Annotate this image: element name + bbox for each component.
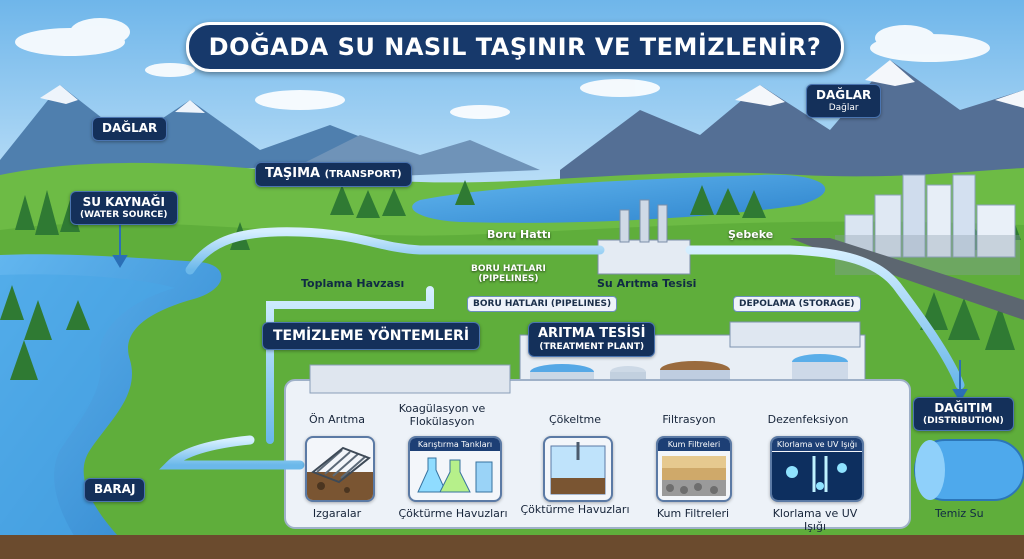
step-title: Ön Arıtma <box>309 413 365 426</box>
treatment-plant-label: ARITMA TESİSİ (TREATMENT PLANT) <box>528 322 656 358</box>
mountains-label-right: DAĞLAR Dağlar <box>806 84 882 119</box>
clean-water-label: Temiz Su <box>935 507 984 520</box>
mountains-label-left: DAĞLAR <box>92 117 168 141</box>
transport-label: TAŞIMA (TRANSPORT) <box>255 162 412 187</box>
sediment-tank-icon <box>550 442 606 495</box>
mixing-tanks-box: Karıştırma Tankları <box>408 436 502 502</box>
step-caption: Klorlama ve UV Işığı <box>772 507 858 533</box>
catchment-label: Toplama Havzası <box>301 277 405 290</box>
page-title: DOĞADA SU NASIL TAŞINIR VE TEMİZLENİR? <box>186 22 844 72</box>
box-label: Kum Filtreleri <box>658 438 730 451</box>
network-label: Şebeke <box>728 228 774 241</box>
step-title: Dezenfeksiyon <box>767 413 849 426</box>
flask-icon <box>417 457 493 493</box>
step-title: Çökeltme <box>548 413 601 426</box>
disinfection-box: Klorlama ve UV Işığı <box>770 436 864 502</box>
distribution-label: DAĞITIM (DISTRIBUTION) <box>913 397 1014 432</box>
step-caption: Izgaralar <box>312 507 362 520</box>
step-title: Filtrasyon <box>662 413 716 426</box>
pipelines-label-lower: BORU HATLARI (PIPELINES) <box>467 296 618 313</box>
grate-icon <box>307 446 373 500</box>
dam-label: BARAJ <box>84 478 146 502</box>
step-caption: Kum Filtreleri <box>656 507 730 520</box>
sedimentation-tank-box <box>543 436 613 502</box>
grate-box <box>305 436 375 502</box>
water-treatment-facility-label: Su Arıtma Tesisi <box>597 277 697 290</box>
sand-filter-box: Kum Filtreleri <box>656 436 732 502</box>
pipelines-label-upper: BORU HATLARI(PIPELINES) <box>471 264 546 284</box>
step-title: Koagülasyon ve Flokülasyon <box>398 402 486 428</box>
uv-light-icon <box>772 452 862 500</box>
box-label: Karıştırma Tankları <box>410 438 500 451</box>
box-label: Klorlama ve UV Işığı <box>772 438 862 451</box>
step-caption: Çöktürme Havuzları <box>398 507 508 520</box>
water-source-label: SU KAYNAĞI (WATER SOURCE) <box>70 191 178 226</box>
sand-filter-icon <box>662 456 726 496</box>
step-caption: Çöktürme Havuzları <box>520 503 630 516</box>
cleaning-methods-label: TEMİZLEME YÖNTEMLERİ <box>262 322 481 351</box>
storage-label: DEPOLAMA (STORAGE) <box>733 296 861 313</box>
pipeline-label: Boru Hattı <box>487 228 551 241</box>
